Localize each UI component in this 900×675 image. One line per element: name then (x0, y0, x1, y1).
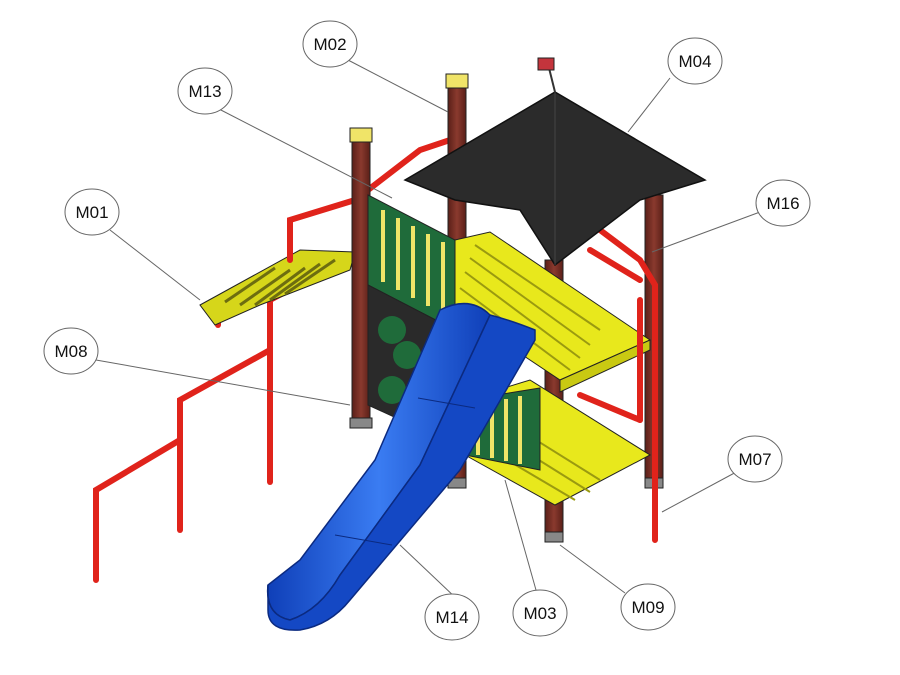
leader-lines (95, 59, 761, 601)
right-rail (577, 227, 658, 543)
callout-label-m01: M01 (75, 203, 108, 222)
callout-label-m04: M04 (678, 52, 711, 71)
roof-flag (537, 57, 555, 71)
callout-m13: M13 (177, 67, 233, 115)
callout-label-m09: M09 (631, 598, 664, 617)
callout-label-m14: M14 (435, 608, 468, 627)
callout-label-m02: M02 (313, 35, 346, 54)
callout-m16: M16 (755, 179, 811, 227)
callout-label-m03: M03 (523, 604, 556, 623)
callout-m07: M07 (727, 435, 783, 483)
slide (266, 302, 536, 631)
callout-m14: M14 (424, 593, 480, 641)
callout-label-m08: M08 (54, 342, 87, 361)
callout-label-m07: M07 (738, 450, 771, 469)
callout-m04: M04 (667, 37, 723, 85)
callout-label-m13: M13 (188, 82, 221, 101)
callout-m08: M08 (43, 327, 99, 375)
callout-m09: M09 (620, 583, 676, 631)
callout-m03: M03 (512, 589, 568, 637)
callout-label-m16: M16 (766, 194, 799, 213)
lower-deck (464, 379, 652, 506)
roof (403, 57, 707, 267)
callout-m02: M02 (302, 20, 358, 68)
callout-m01: M01 (64, 188, 120, 236)
